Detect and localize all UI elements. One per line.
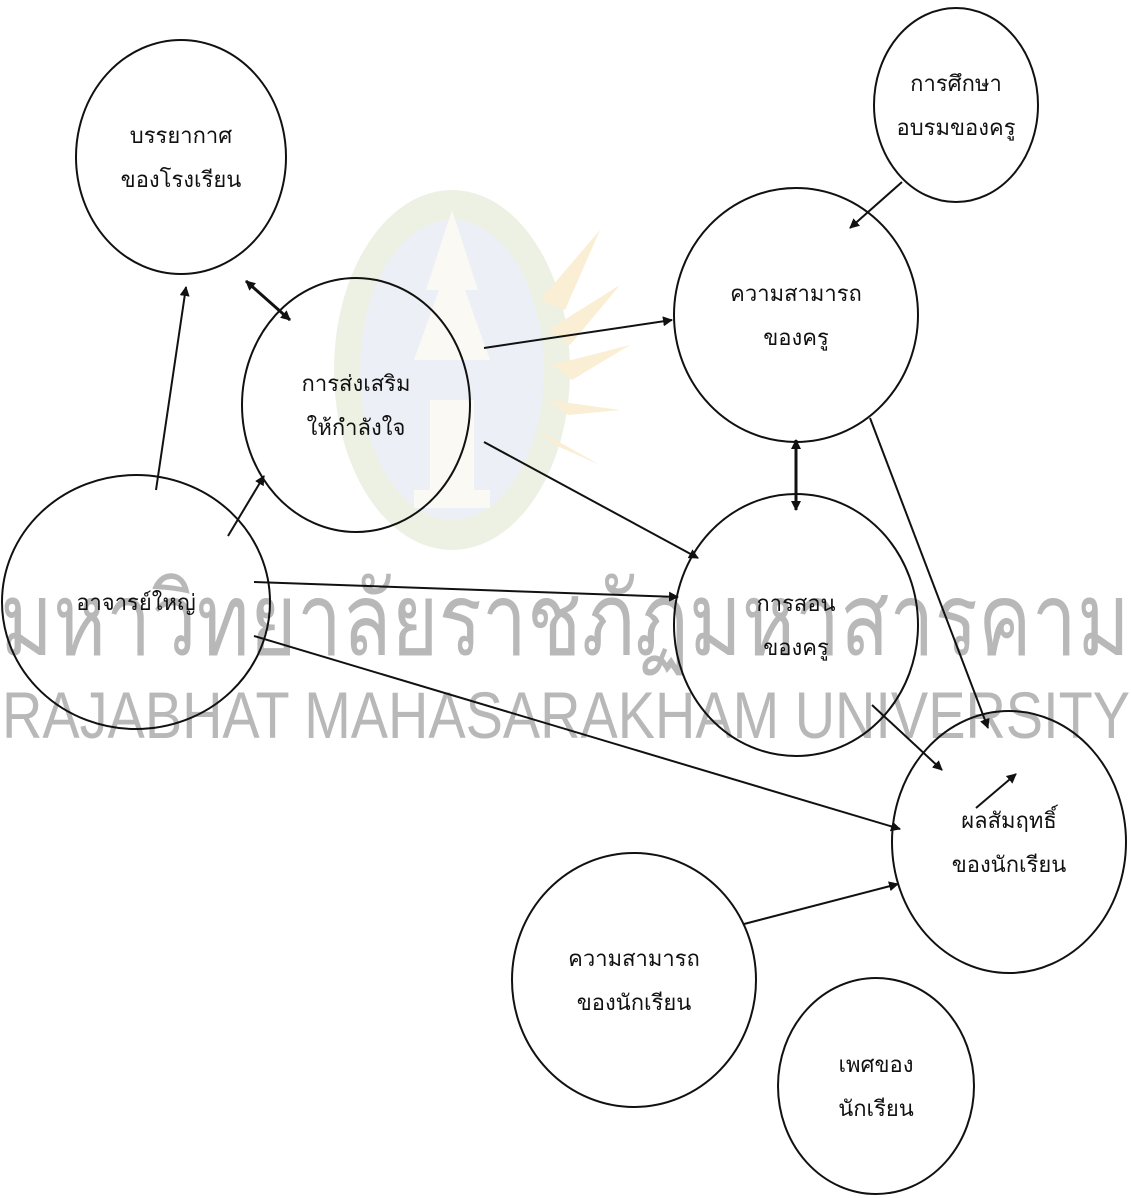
node-label: ของครู [763, 636, 829, 661]
arrow-principal-to-achievement [253, 635, 901, 832]
node-label: เพศของ [839, 1053, 914, 1078]
node-label: การสอน [756, 592, 835, 617]
node-ellipse [777, 977, 975, 1195]
node-label: อบรมของครู [896, 116, 1015, 141]
node-ellipse [891, 710, 1127, 974]
arrow-teacher-training-to-teacher-ability [849, 181, 903, 229]
node-achievement: ผลสัมฤทธิ์ของนักเรียน [891, 710, 1127, 974]
node-label: ความสามารถ [568, 947, 700, 972]
arrow-principal-to-encouragement [227, 475, 265, 537]
node-label: ของนักเรียน [577, 991, 692, 1016]
arrow-encouragement-to-teacher-ability [483, 316, 673, 349]
arrow-principal-to-teaching [253, 581, 679, 602]
node-ellipse [241, 277, 471, 533]
arrow-student-gender-to-achievement [975, 773, 1017, 809]
node-label: ของนักเรียน [952, 853, 1067, 878]
node-label: นักเรียน [838, 1097, 914, 1122]
node-ellipse [511, 852, 757, 1108]
watermark-thai-text: มหาวิทยาลัยราชภัฏมหาสารคาม [0, 563, 1130, 677]
node-label: ของครู [763, 326, 829, 351]
node-label: การศึกษา [910, 72, 1002, 97]
node-label: บรรยากาศ [130, 124, 233, 149]
node-ellipse [1, 474, 271, 730]
edges-layer [155, 181, 1017, 925]
university-seal-watermark [334, 190, 630, 550]
node-label: การส่งเสริม [302, 372, 411, 397]
node-label: ให้กำลังใจ [307, 415, 406, 441]
node-ellipse [873, 7, 1039, 203]
node-ellipse [673, 187, 919, 443]
nodes-layer: บรรยากาศของโรงเรียนการศึกษาอบรมของครูการ… [1, 7, 1127, 1195]
node-label: ความสามารถ [730, 282, 862, 307]
node-encouragement: การส่งเสริมให้กำลังใจ [241, 277, 471, 533]
node-label: อาจารย์ใหญ่ [76, 590, 196, 616]
watermark-english-text: RAJABHAT MAHASARAKHAM UNIVERSITY [2, 678, 1130, 752]
node-ellipse [673, 493, 919, 757]
arrow-principal-to-school-climate [155, 286, 190, 491]
node-ellipse [75, 39, 287, 275]
arrow-teacher-ability-to-achievement [869, 417, 990, 729]
arrow-student-ability-to-achievement [743, 881, 899, 925]
node-principal: อาจารย์ใหญ่ [1, 474, 271, 730]
arrow-school-climate-to-encouragement [245, 279, 291, 322]
arrow-encouragement-to-teaching [483, 441, 699, 559]
node-label: ของโรงเรียน [121, 167, 242, 193]
node-label: ผลสัมฤทธิ์ [961, 805, 1059, 834]
